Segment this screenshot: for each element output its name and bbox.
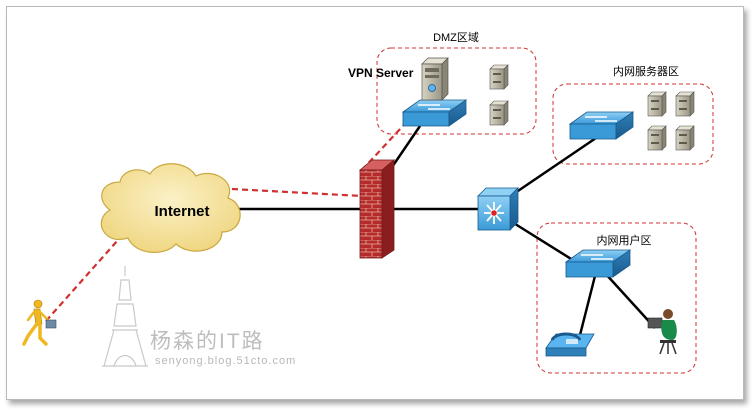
vpn-server-icon xyxy=(421,57,449,101)
eiffel-tower-watermark-icon xyxy=(102,266,148,367)
user-zone-switch-icon xyxy=(564,249,632,278)
server-zone-switch-icon xyxy=(568,111,635,140)
core-switch-icon xyxy=(477,187,519,231)
dmz-zone-label: DMZ区域 xyxy=(433,31,479,44)
server-zone-box xyxy=(552,83,714,165)
remote-user-icon xyxy=(22,299,57,346)
internet-label: Internet xyxy=(154,203,209,220)
dmz-switch-icon xyxy=(401,99,468,127)
user-zone-box xyxy=(536,222,697,374)
server-zone-label: 内网服务器区 xyxy=(613,64,679,78)
dmz-server-icons xyxy=(489,64,509,126)
network-links xyxy=(238,125,656,336)
vpn-server-label: VPN Server xyxy=(348,66,414,80)
user-zone-label: 内网用户区 xyxy=(597,233,652,247)
ip-phone-icon xyxy=(545,332,595,357)
internal-server-icons xyxy=(647,91,695,151)
vpn-tunnel-path xyxy=(45,100,427,322)
internet-cloud xyxy=(100,163,241,253)
firewall-icon xyxy=(358,159,396,259)
watermark-url: senyong.blog.51cto.com xyxy=(155,355,296,367)
user-workstation-icon xyxy=(647,309,677,355)
watermark-brand: 杨森的IT路 xyxy=(150,330,265,353)
dmz-zone-box xyxy=(376,47,537,135)
